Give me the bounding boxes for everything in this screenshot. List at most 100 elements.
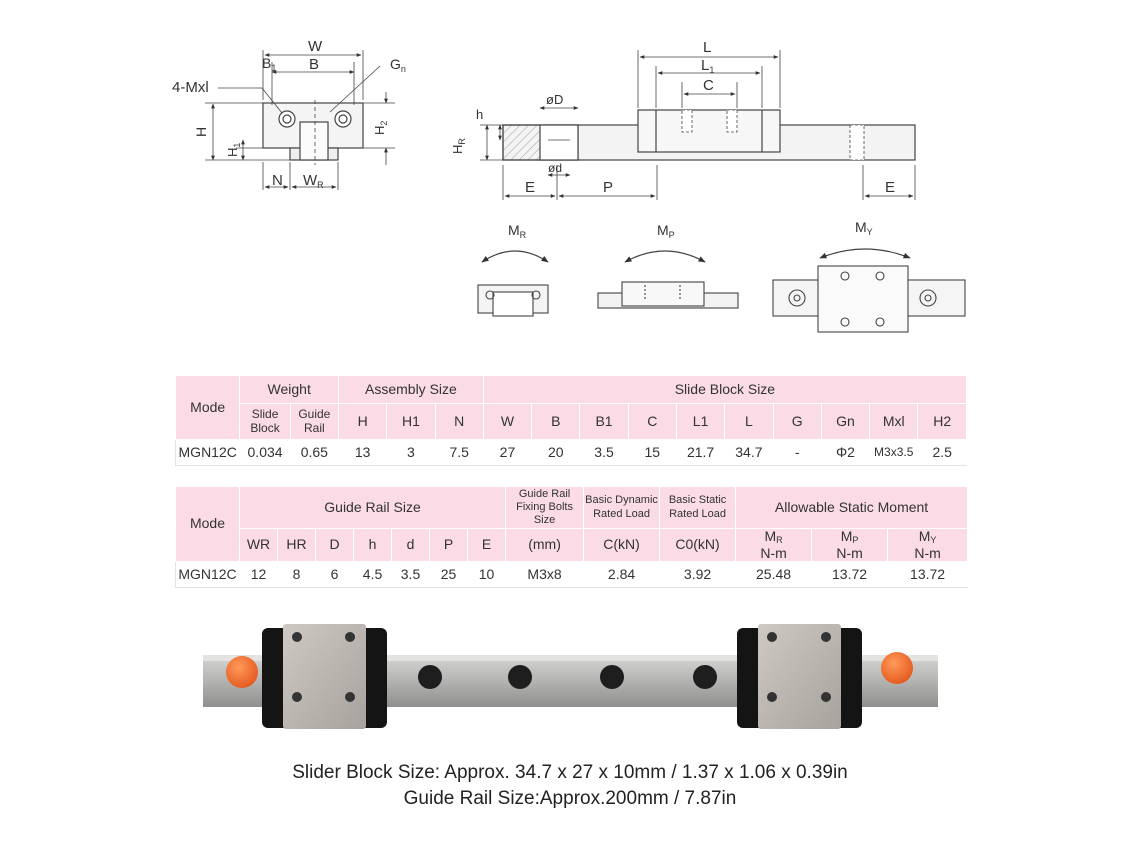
t1-slide-weight: 0.034 — [239, 439, 291, 466]
label-b: B — [309, 56, 319, 73]
t1-model-cell: MGN12C — [174, 439, 241, 466]
t1-col-g: G — [772, 403, 822, 440]
t2-moment-header: Allowable Static Moment — [735, 486, 969, 529]
slider-size-caption: Slider Block Size: Approx. 34.7 x 27 x 1… — [292, 762, 848, 783]
t1-mode-header: Mode — [174, 375, 241, 440]
t2-val-my: 13.72 — [887, 561, 969, 589]
t2-unit-c0: C0(kN) — [659, 527, 737, 563]
t1-guide-rail-col: Guide Rail — [289, 403, 339, 440]
t2-model-cell: MGN12C — [175, 561, 240, 589]
t1-col-c: C — [627, 403, 677, 440]
t2-val-d-small: 3.5 — [391, 561, 430, 589]
slider-block-left — [262, 624, 387, 729]
t2-val-d: 6 — [315, 561, 354, 589]
t2-val-hr: 8 — [277, 561, 316, 589]
t1-col-w: W — [482, 403, 533, 440]
label-n: N — [272, 172, 283, 189]
label-w: W — [308, 38, 323, 55]
label-h2: H2 — [372, 121, 389, 135]
t1-val-l: 34.7 — [724, 439, 774, 466]
t1-slide-block-header: Slide Block Size — [482, 375, 968, 404]
label-h-small: h — [476, 107, 483, 122]
t2-col-wr: WR — [239, 527, 278, 563]
t1-assembly-header: Assembly Size — [337, 375, 484, 404]
t1-col-n: N — [434, 403, 484, 440]
t2-col-d: D — [315, 527, 354, 563]
guide-rail-spec-table: Mode Guide Rail Size Guide Rail Fixing B… — [175, 485, 969, 589]
t1-col-l: L — [724, 403, 774, 440]
cross-section-view — [205, 50, 395, 190]
label-d-small: ød — [548, 161, 562, 175]
t1-rail-weight: 0.65 — [289, 439, 339, 466]
product-photo — [203, 624, 938, 729]
t2-val-mp: 13.72 — [811, 561, 889, 589]
t2-val-e: 10 — [466, 561, 507, 589]
orange-end-cap-right — [881, 652, 913, 684]
t2-fixing-header: Guide Rail Fixing Bolts Size — [505, 486, 585, 529]
label-c: C — [703, 77, 714, 94]
t2-val-p: 25 — [429, 561, 468, 589]
t2-mode-header: Mode — [175, 485, 240, 563]
t2-guide-rail-header: Guide Rail Size — [238, 486, 507, 529]
t1-val-l1: 21.7 — [675, 439, 726, 466]
label-mp: MP — [657, 222, 675, 240]
t2-val-mr: 25.48 — [735, 561, 813, 589]
t1-col-b1: B1 — [579, 403, 629, 440]
moment-labels: MR MP MY — [508, 219, 873, 240]
table-row: MGN12C 12 8 6 4.5 3.5 25 10 M3x8 2.84 3.… — [175, 561, 969, 589]
label-h1: H1 — [225, 143, 242, 157]
t1-val-h: 13 — [337, 439, 388, 466]
orange-end-cap-left — [226, 656, 258, 688]
technical-drawing: W B1 B Gn 4-Mxl H H1 H2 N WR — [172, 38, 966, 333]
label-p: P — [603, 179, 613, 196]
t1-val-h2: 2.5 — [917, 439, 967, 466]
side-view — [480, 50, 916, 200]
t2-dynamic-header: Basic Dynamic Rated Load — [583, 486, 661, 529]
label-h: H — [193, 127, 209, 137]
t1-col-gn: Gn — [820, 403, 871, 440]
moment-diagrams — [477, 248, 966, 333]
table-row: MGN12C 0.034 0.65 13 3 7.5 27 20 3.5 15 … — [174, 439, 967, 466]
t1-val-g: - — [772, 439, 822, 466]
slide-block-spec-table: Mode Weight Assembly Size Slide Block Si… — [174, 375, 968, 466]
label-my: MY — [855, 219, 873, 237]
t1-val-mxl: M3x3.5 — [869, 439, 919, 466]
t2-val-c: 2.84 — [583, 561, 661, 589]
t2-unit-c: C(kN) — [583, 527, 661, 563]
t2-col-h: h — [353, 527, 392, 563]
label-e: E — [525, 179, 535, 196]
t1-slide-block-col: Slide Block — [239, 403, 291, 440]
label-mxl: 4-Mxl — [172, 79, 209, 96]
t2-val-h: 4.5 — [353, 561, 392, 589]
t1-col-h1: H1 — [386, 403, 436, 440]
t1-val-gn: Φ2 — [820, 439, 871, 466]
t1-col-b: B — [531, 403, 581, 440]
label-b1: B1 — [262, 55, 276, 73]
t2-unit-mm: (mm) — [505, 527, 585, 563]
t1-val-h1: 3 — [386, 439, 436, 466]
cross-section-labels: W B1 B Gn 4-Mxl H H1 H2 N WR — [172, 38, 406, 190]
t2-col-d-small: d — [391, 527, 430, 563]
t1-val-b: 20 — [531, 439, 581, 466]
label-mr: MR — [508, 222, 527, 240]
t1-weight-header: Weight — [239, 375, 339, 404]
t1-val-w: 27 — [482, 439, 533, 466]
label-hr: HR — [450, 138, 467, 154]
t1-col-h2: H2 — [917, 403, 967, 440]
t2-static-header: Basic Static Rated Load — [659, 486, 737, 529]
t1-val-b1: 3.5 — [579, 439, 629, 466]
t2-col-e: E — [466, 527, 507, 563]
rail-size-caption: Guide Rail Size:Approx.200mm / 7.87in — [403, 788, 737, 809]
t1-col-l1: L1 — [675, 403, 726, 440]
label-l1: L1 — [701, 57, 714, 75]
t2-val-c0: 3.92 — [659, 561, 737, 589]
t1-col-mxl: Mxl — [869, 403, 919, 440]
t1-val-c: 15 — [627, 439, 677, 466]
t1-col-h: H — [337, 403, 388, 440]
t2-col-p: P — [429, 527, 468, 563]
slider-block-right — [737, 624, 862, 729]
t2-col-hr: HR — [277, 527, 316, 563]
